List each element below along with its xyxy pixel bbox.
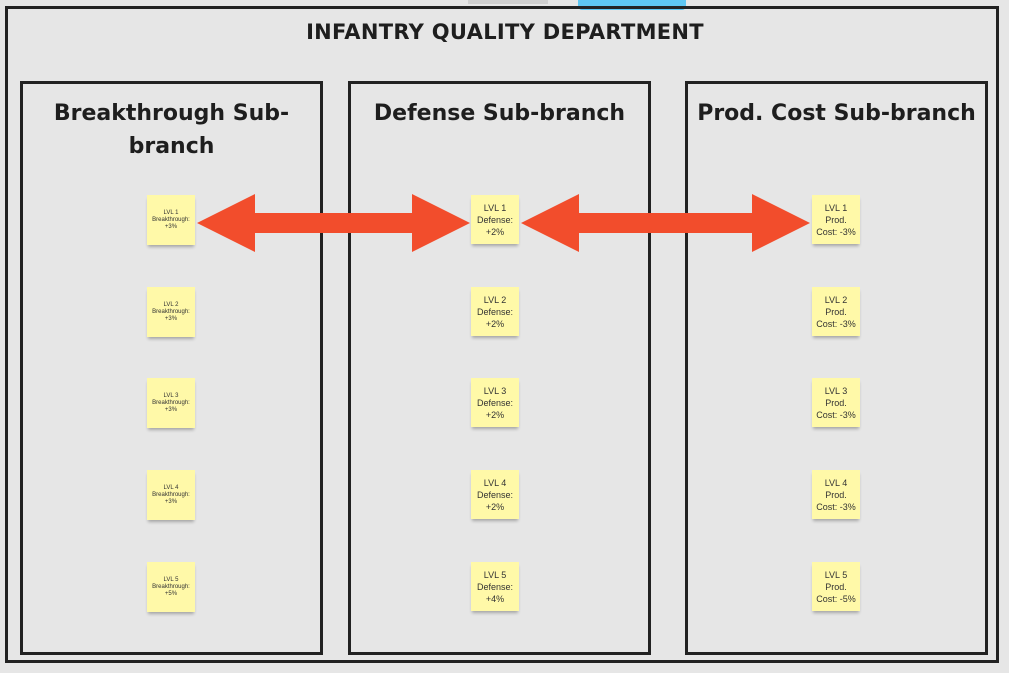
prod-cost-lvl-5-note[interactable]: LVL 5 Prod. Cost: -5% [812, 562, 860, 611]
branch-title-line: Defense Sub-branch [373, 101, 626, 126]
top-toolbar-tab[interactable] [578, 0, 686, 10]
defense-lvl-4-note[interactable]: LVL 4 Defense: +2% [471, 470, 519, 519]
double-arrow-breakthrough-defense[interactable] [197, 194, 470, 252]
breakthrough-branch[interactable]: Breakthrough Sub- branch [20, 81, 323, 655]
double-arrow-defense-prod-cost[interactable] [521, 194, 810, 252]
frame-title: INFANTRY QUALITY DEPARTMENT [306, 20, 704, 44]
defense-lvl-3-note[interactable]: LVL 3 Defense: +2% [471, 378, 519, 427]
prod-cost-lvl-2-note[interactable]: LVL 2 Prod. Cost: -3% [812, 287, 860, 336]
defense-branch[interactable]: Defense Sub-branch [348, 81, 651, 655]
branch-title: Breakthrough Sub- branch [23, 97, 320, 163]
prod-cost-branch[interactable]: Prod. Cost Sub-branch [685, 81, 988, 655]
branch-title-line: Breakthrough Sub- [53, 101, 290, 126]
defense-lvl-5-note[interactable]: LVL 5 Defense: +4% [471, 562, 519, 611]
department-frame[interactable] [5, 6, 999, 663]
breakthrough-lvl-3-note[interactable]: LVL 3 Breakthrough: +3% [147, 378, 195, 428]
branch-title-line: branch [128, 134, 215, 159]
breakthrough-lvl-1-note[interactable]: LVL 1 Breakthrough: +3% [147, 195, 195, 245]
defense-lvl-1-note[interactable]: LVL 1 Defense: +2% [471, 195, 519, 244]
breakthrough-lvl-5-note[interactable]: LVL 5 Breakthrough: +5% [147, 562, 195, 612]
branch-title: Prod. Cost Sub-branch [688, 97, 985, 130]
prod-cost-lvl-3-note[interactable]: LVL 3 Prod. Cost: -3% [812, 378, 860, 427]
prod-cost-lvl-4-note[interactable]: LVL 4 Prod. Cost: -3% [812, 470, 860, 519]
breakthrough-lvl-2-note[interactable]: LVL 2 Breakthrough: +3% [147, 287, 195, 337]
branch-title-line: Prod. Cost Sub-branch [697, 101, 976, 126]
toolbar-edge [468, 0, 548, 4]
branch-title: Defense Sub-branch [351, 97, 648, 130]
prod-cost-lvl-1-note[interactable]: LVL 1 Prod. Cost: -3% [812, 195, 860, 244]
breakthrough-lvl-4-note[interactable]: LVL 4 Breakthrough: +3% [147, 470, 195, 520]
defense-lvl-2-note[interactable]: LVL 2 Defense: +2% [471, 287, 519, 336]
